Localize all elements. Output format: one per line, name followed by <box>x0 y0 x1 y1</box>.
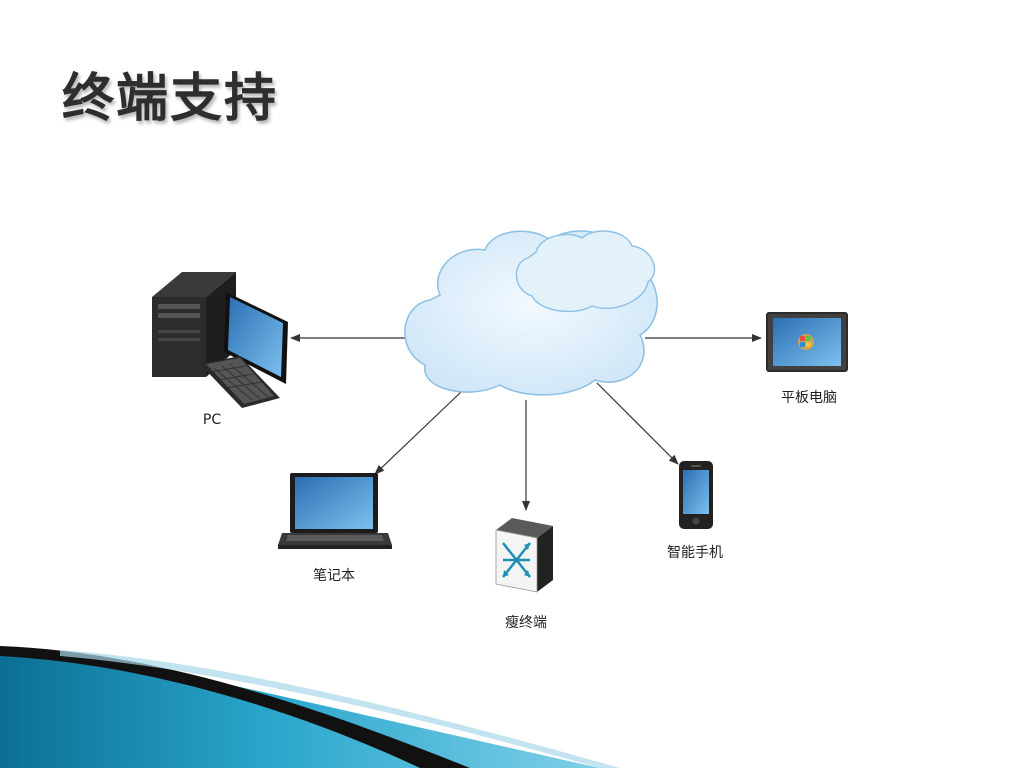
label-smartphone: 智能手机 <box>667 545 723 561</box>
label-tablet: 平板电脑 <box>781 390 837 406</box>
thin-client-icon <box>495 518 553 593</box>
label-thin-client: 瘦终端 <box>505 615 547 631</box>
laptop-icon <box>278 473 392 549</box>
slide-title: 终端支持 <box>62 69 279 129</box>
edge-cloud-laptop <box>374 391 462 475</box>
smartphone-icon <box>679 461 713 529</box>
tablet-icon <box>766 312 848 372</box>
desktop-pc-icon <box>152 272 288 408</box>
edge-cloud-smartphone <box>596 382 679 465</box>
decorative-swoosh <box>0 646 620 768</box>
label-laptop: 笔记本 <box>313 568 355 584</box>
label-pc: PC <box>202 412 222 428</box>
cloud-icon <box>404 230 658 396</box>
edges <box>290 334 762 511</box>
